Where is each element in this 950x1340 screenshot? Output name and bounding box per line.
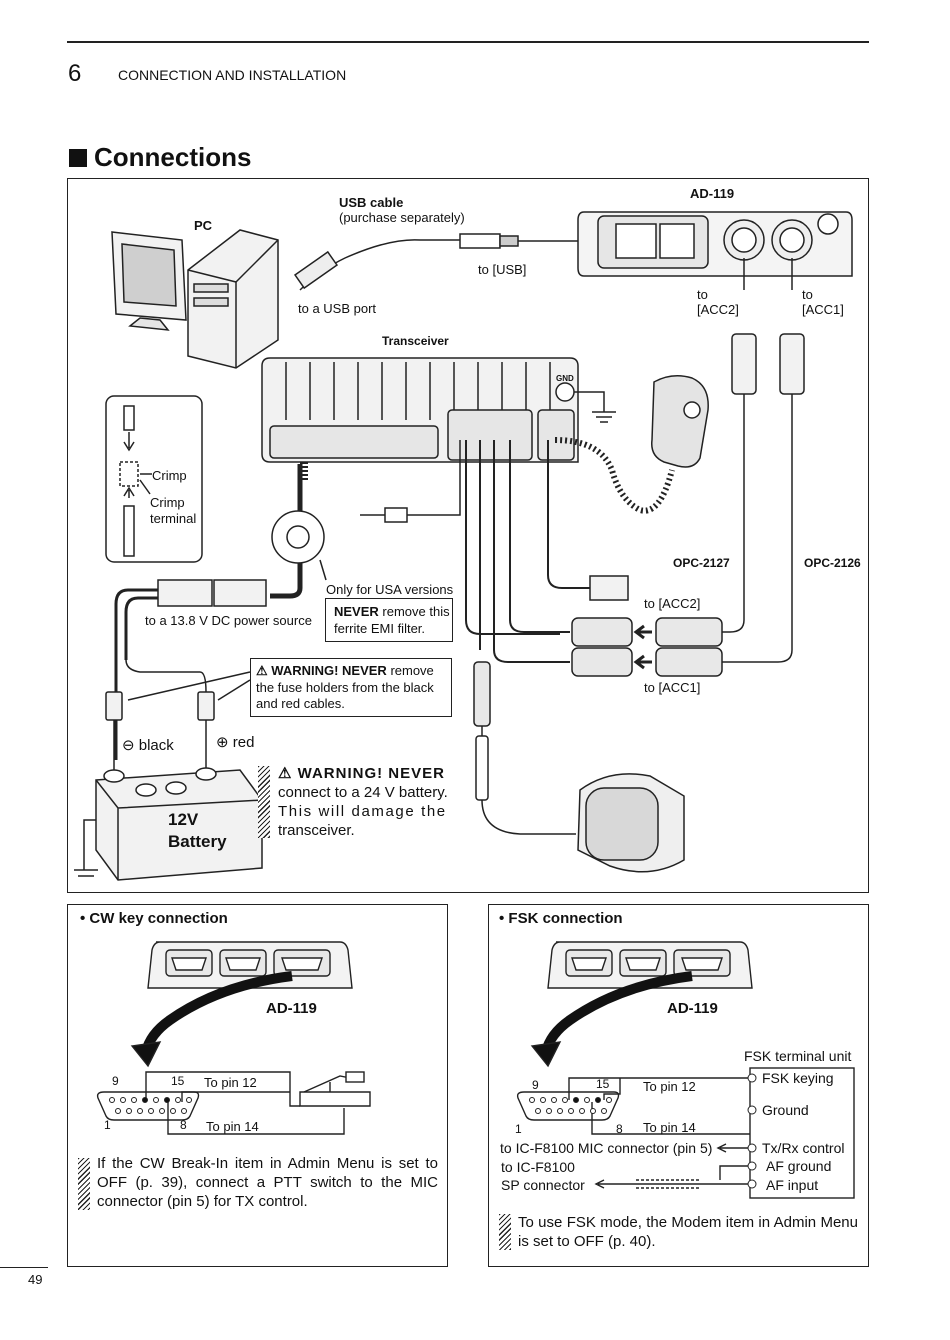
speaker-icon — [577, 773, 685, 873]
battery-label-line2: Battery — [168, 832, 227, 851]
chapter-number: 6 — [68, 60, 82, 87]
fsk-box — [488, 904, 869, 1267]
usb-cable-note: (purchase separately) — [339, 210, 465, 225]
opc2126-label: OPC-2126 — [804, 556, 861, 570]
ad119-label: AD-119 — [690, 186, 735, 201]
fsk-to-pin12-label: To pin 12 — [643, 1079, 696, 1094]
header-rule — [67, 41, 869, 43]
fsk-to-pin14-label: To pin 14 — [643, 1120, 696, 1135]
cw-ad119-unit-icon — [147, 941, 353, 989]
cw-to-pin14-label: To pin 14 — [206, 1119, 259, 1134]
fsk-af-ground-label: AF ground — [766, 1158, 832, 1174]
fsk-pin8-label: 8 — [616, 1122, 623, 1136]
pc-label: PC — [194, 218, 213, 233]
fsk-sp-connector-label-b: SP connector — [501, 1177, 585, 1193]
microphone-icon — [651, 375, 709, 468]
fuse-warning-line1: ⚠ WARNING! NEVER remove — [256, 663, 434, 679]
to-usb-label: to [USB] — [478, 262, 527, 277]
cw-pin9-label: 9 — [112, 1074, 119, 1088]
only-usa-label: Only for USA versions — [326, 582, 454, 597]
ad119-unit-icon — [577, 211, 853, 277]
fuse-warning-rest: remove — [386, 663, 434, 678]
red-cable-label: ⊕ red — [216, 734, 255, 751]
fsk-keying-label: FSK keying — [762, 1070, 834, 1086]
to-acc2-label-b: [ACC2] — [697, 302, 739, 317]
section-title: Connections — [94, 142, 252, 172]
cw-ad119-label: AD-119 — [266, 1000, 317, 1017]
ferrite-notice-line2: ferrite EMI filter. — [334, 621, 426, 636]
fsk-ad119-unit-icon — [547, 941, 753, 989]
cw-box-title: • CW key connection — [80, 910, 228, 927]
to-usb-port-label: to a USB port — [298, 301, 377, 316]
fsk-af-input-label: AF input — [766, 1177, 819, 1193]
fsk-pin9-label: 9 — [532, 1078, 539, 1092]
cw-key-box — [67, 904, 448, 1267]
fsk-pin1-label: 1 — [515, 1122, 522, 1136]
cw-pin8-label: 8 — [180, 1118, 187, 1132]
never-rest: remove this — [378, 604, 450, 619]
battery-warning-line4: transceiver. — [278, 822, 355, 839]
to-acc1-plug-label: to [ACC1] — [644, 680, 701, 695]
to-acc2-label-a: to — [697, 287, 708, 302]
ferrite-filter-icon — [271, 510, 325, 564]
fsk-sp-connector-label-a: to IC-F8100 — [501, 1159, 575, 1175]
page-number-rule — [0, 1267, 48, 1268]
acc-connector-icon — [731, 333, 805, 395]
crimp-label: Crimp — [152, 468, 187, 483]
crimp-terminal-label-b: terminal — [150, 511, 197, 526]
fuse-warning-box — [250, 658, 452, 717]
cw-note: If the CW Break-In item in Admin Menu is… — [97, 1155, 438, 1210]
section-square-icon — [69, 149, 87, 167]
usb-cable-icon — [293, 233, 640, 291]
cw-key-icon — [299, 1071, 371, 1107]
fsk-box-title: • FSK connection — [499, 910, 623, 927]
battery-warning-line3: This will damage the — [278, 803, 447, 820]
battery-warning-hatch — [258, 766, 270, 838]
fsk-terminal-unit-label: FSK terminal unit — [744, 1048, 852, 1064]
opc2127-label: OPC-2127 — [673, 556, 730, 570]
fsk-ground-label: Ground — [762, 1102, 809, 1118]
cw-note-hatch — [78, 1158, 90, 1210]
to-acc1-label-b: [ACC1] — [802, 302, 844, 317]
gnd-label: GND — [556, 374, 574, 383]
pc-tower-icon — [187, 229, 279, 369]
to-acc1-label-a: to — [802, 287, 813, 302]
battery-label-line1: 12V — [168, 810, 199, 829]
usb-cable-label: USB cable — [339, 195, 404, 210]
fsk-note: To use FSK mode, the Modem item in Admin… — [518, 1214, 858, 1250]
cw-to-pin12-label: To pin 12 — [204, 1075, 257, 1090]
fuse-warning-emphasis: ⚠ WARNING! NEVER — [256, 663, 387, 678]
fsk-mic-connector-label: to IC-F8100 MIC connector (pin 5) — [500, 1140, 713, 1156]
battery-icon — [95, 767, 263, 881]
main-diagram-frame — [67, 178, 869, 893]
fuse-warning-line2: the fuse holders from the black — [256, 680, 434, 695]
to-power-label: to a 13.8 V DC power source — [145, 613, 312, 628]
fsk-ad119-label: AD-119 — [667, 1000, 718, 1017]
fuse-warning-line3: and red cables. — [256, 696, 345, 711]
never-emphasis: NEVER — [334, 604, 379, 619]
battery-warning-line1: ⚠ WARNING! NEVER — [278, 765, 445, 782]
cw-pin15-label: 15 — [171, 1074, 185, 1088]
battery-warning-line2: connect to a 24 V battery. — [278, 784, 448, 801]
monitor-icon — [111, 231, 187, 331]
crimp-terminal-label-a: Crimp — [150, 495, 185, 510]
transceiver-label: Transceiver — [382, 334, 449, 348]
fsk-txrx-label: Tx/Rx control — [762, 1140, 845, 1156]
fsk-pin15-label: 15 — [596, 1077, 610, 1091]
to-acc2-plug-label: to [ACC2] — [644, 596, 701, 611]
page-number: 49 — [28, 1272, 43, 1287]
black-cable-label: ⊖ black — [122, 737, 174, 754]
chapter-title: CONNECTION AND INSTALLATION — [118, 67, 347, 83]
cw-pin1-label: 1 — [104, 1118, 111, 1132]
fsk-note-hatch — [499, 1214, 511, 1250]
ferrite-notice-line1: NEVER remove this — [334, 604, 450, 619]
ferrite-notice-box — [325, 598, 453, 642]
